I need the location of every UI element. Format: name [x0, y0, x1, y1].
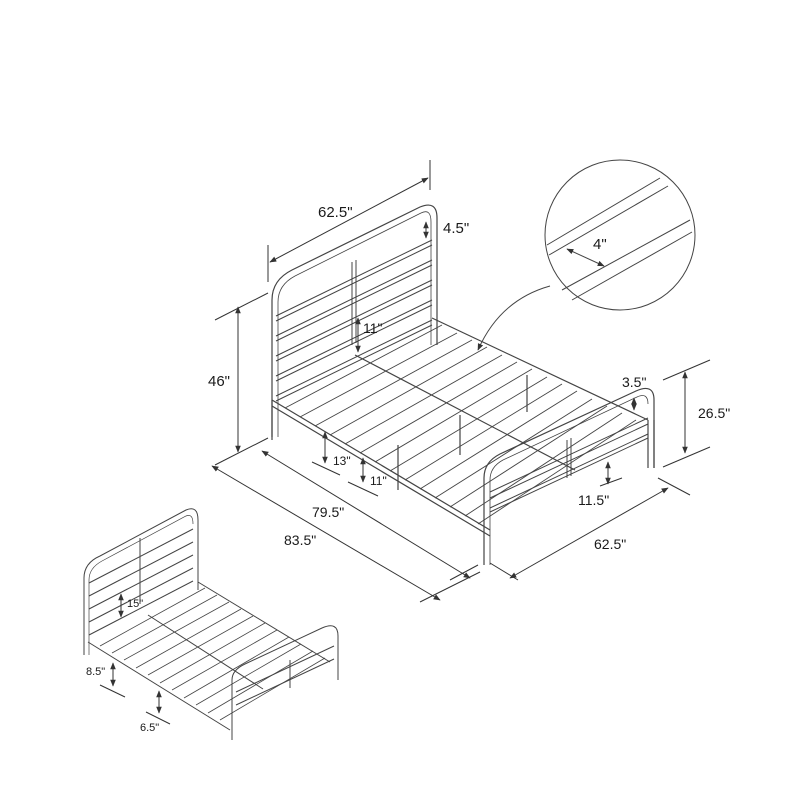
headboard-clearance-label: 11"	[363, 320, 383, 336]
total-length-label: 83.5"	[284, 532, 317, 548]
footboard-top-gap-label: 3.5"	[622, 374, 647, 390]
main-bed-drawing	[271, 204, 655, 565]
footboard-clearance-label: 11.5"	[578, 492, 610, 508]
total-height-label: 46"	[208, 373, 231, 390]
footboard-height-label: 26.5"	[698, 405, 731, 421]
right-side-rail	[431, 317, 649, 421]
under-bed-clearance-low-label: 11"	[370, 474, 387, 488]
footboard-width-label: 62.5"	[594, 536, 627, 552]
headboard-top-gap-label: 4.5"	[443, 220, 470, 237]
secondary-headboard-clearance-label: 15"	[127, 598, 144, 610]
main-dimension-lines	[211, 160, 711, 603]
slat-detail-callout	[477, 159, 696, 351]
secondary-dimension-lines	[99, 593, 171, 725]
under-bed-clearance-high-label: 13"	[333, 454, 351, 468]
left-side-rail	[271, 399, 491, 531]
secondary-bed-drawing	[83, 508, 339, 740]
headboard-width-label: 62.5"	[318, 204, 353, 221]
secondary-under-bed-low-label: 6.5"	[140, 722, 160, 734]
inner-length-label: 79.5"	[312, 504, 345, 520]
footboard-frame	[483, 387, 655, 565]
slat-spacing-label: 4"	[593, 236, 607, 253]
center-support-beam	[354, 354, 576, 471]
headboard-rails	[275, 239, 433, 402]
footboard-rails	[489, 417, 649, 513]
secondary-under-bed-high-label: 8.5"	[86, 666, 106, 678]
